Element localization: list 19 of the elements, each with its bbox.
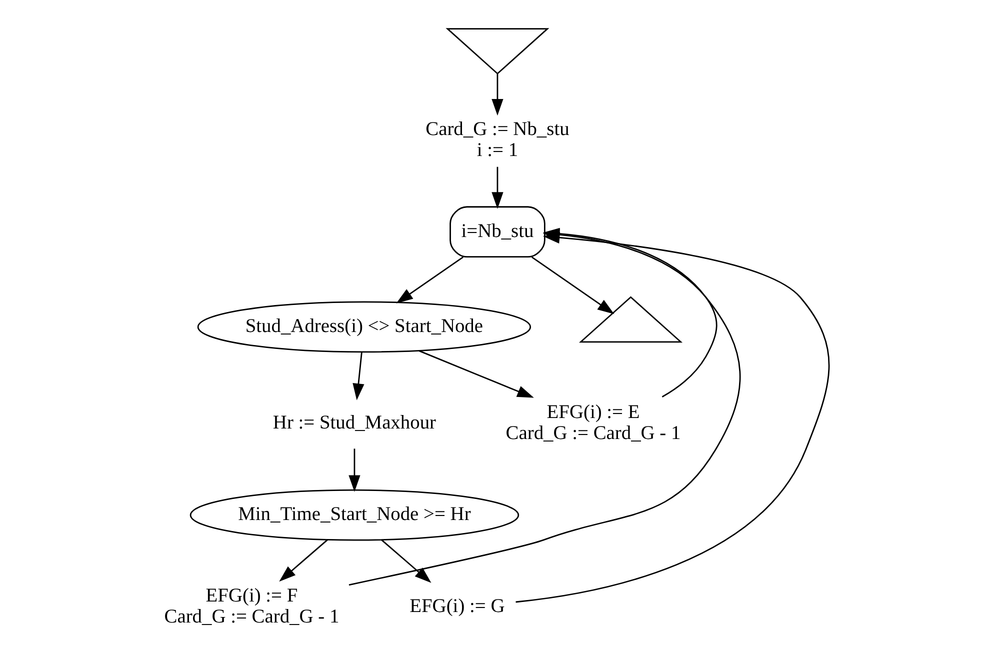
- arrow: [418, 350, 534, 398]
- node-text: EFG(i) := E Card_G := Card_G - 1: [505, 402, 680, 444]
- arrow: [278, 539, 328, 582]
- arrow: [348, 448, 360, 492]
- node-text: Hr := Stud_Maxhour: [272, 412, 436, 434]
- arrow: [491, 166, 503, 209]
- node-text: EFG(i) := G: [409, 596, 504, 617]
- node-triangle: [445, 28, 549, 75]
- node-text: Card_G := Nb_stu i := 1: [425, 118, 569, 161]
- node-triangle: [578, 296, 682, 343]
- node-text: EFG(i) := F Card_G := Card_G - 1: [164, 585, 339, 628]
- arrow: [491, 74, 503, 116]
- node-ellipse: Stud_Adress(i) <> Start_Node: [196, 301, 531, 353]
- arrow: [396, 256, 464, 304]
- node-ellipse: Min_Time_Start_Node >= Hr: [189, 489, 519, 541]
- arrow: [380, 539, 431, 583]
- arrow: [530, 256, 614, 314]
- node-box: i=Nb_stu: [449, 206, 545, 258]
- arrow: [352, 352, 364, 400]
